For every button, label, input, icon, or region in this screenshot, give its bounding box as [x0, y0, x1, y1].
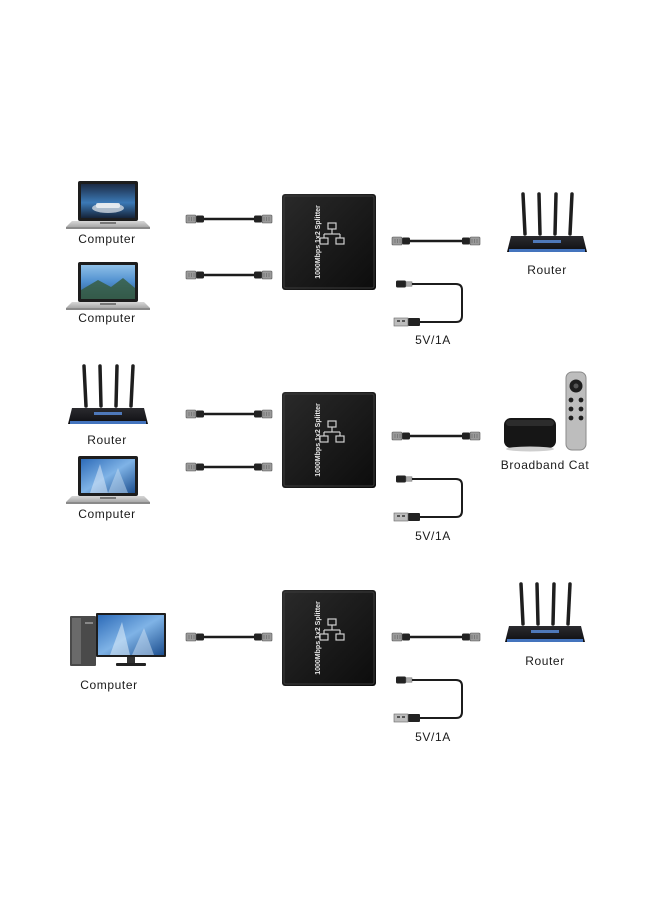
remote-control-icon	[565, 371, 587, 451]
router-icon	[505, 192, 589, 254]
device-label: Router	[527, 263, 567, 277]
laptop-icon	[66, 181, 150, 229]
power-spec-label: 5V/1A	[415, 333, 451, 347]
power-spec-label: 5V/1A	[415, 529, 451, 543]
device-label: Computer	[78, 507, 136, 521]
laptop-icon	[66, 262, 150, 310]
set-top-box-icon	[504, 418, 556, 452]
network-splitter: 1000Mbps 1x2 Splitter	[281, 589, 377, 687]
device-label: Computer	[80, 678, 138, 692]
usb-power-cable	[393, 280, 463, 327]
ethernet-cable	[185, 632, 273, 642]
device-label: Broadband Cat	[500, 458, 590, 472]
splitter-model-text: 1000Mbps 1x2 Splitter	[315, 403, 322, 477]
device-label: Computer	[78, 311, 136, 325]
usb-power-cable	[393, 475, 463, 522]
ethernet-cable	[185, 462, 273, 472]
ethernet-cable	[185, 214, 273, 224]
network-splitter: 1000Mbps 1x2 Splitter	[281, 391, 377, 489]
splitter-model-text: 1000Mbps 1x2 Splitter	[315, 601, 322, 675]
device-label: Computer	[78, 232, 136, 246]
power-spec-label: 5V/1A	[415, 730, 451, 744]
ethernet-cable	[391, 236, 481, 246]
desktop-computer-icon	[70, 613, 166, 666]
ethernet-cable	[391, 431, 481, 441]
device-label: Router	[87, 433, 127, 447]
ethernet-cable	[391, 632, 481, 642]
scenario-3: 1000Mbps 1x2 Splitter	[70, 582, 587, 723]
ethernet-cable	[185, 409, 273, 419]
laptop-icon	[66, 456, 150, 504]
scenario-1: 1000Mbps 1x2 Splitter	[66, 181, 589, 327]
ethernet-cable	[185, 270, 273, 280]
scenario-2: 1000Mbps 1x2 Splitter	[66, 364, 587, 522]
router-icon	[503, 582, 587, 644]
network-splitter: 1000Mbps 1x2 Splitter	[281, 193, 377, 291]
device-label: Router	[525, 654, 565, 668]
router-icon	[66, 364, 150, 426]
usb-power-cable	[393, 676, 463, 723]
splitter-model-text: 1000Mbps 1x2 Splitter	[315, 205, 322, 279]
